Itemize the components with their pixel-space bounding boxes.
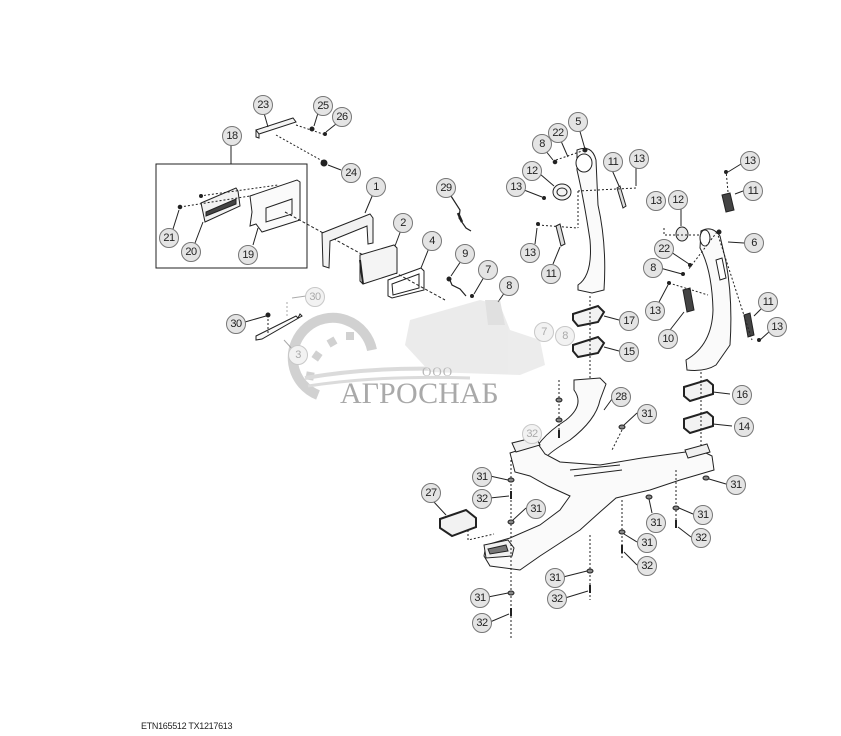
callout-c13a[interactable]: 13 <box>506 177 526 197</box>
callout-c32e[interactable]: 32 <box>547 589 567 609</box>
callout-c22a[interactable]: 22 <box>548 123 568 143</box>
callout-c21[interactable]: 21 <box>159 228 179 248</box>
callout-c31f[interactable]: 31 <box>693 505 713 525</box>
callout-c13e[interactable]: 13 <box>646 191 666 211</box>
callout-c3[interactable]: 3 <box>288 345 308 365</box>
callout-c8d[interactable]: 8 <box>643 258 663 278</box>
callout-c11d[interactable]: 11 <box>758 292 778 312</box>
callout-c9[interactable]: 9 <box>455 244 475 264</box>
callout-c13g[interactable]: 13 <box>767 317 787 337</box>
callout-c24[interactable]: 24 <box>341 163 361 183</box>
callout-c27[interactable]: 27 <box>421 483 441 503</box>
callout-c31e[interactable]: 31 <box>646 513 666 533</box>
callout-c31h[interactable]: 31 <box>545 568 565 588</box>
callout-c11a[interactable]: 11 <box>603 152 623 172</box>
callout-c13b[interactable]: 13 <box>629 149 649 169</box>
callout-c25[interactable]: 25 <box>313 96 333 116</box>
callout-c17[interactable]: 17 <box>619 311 639 331</box>
watermark-name: АГРОСНАБ <box>340 377 499 410</box>
callout-c5[interactable]: 5 <box>568 112 588 132</box>
callout-c20[interactable]: 20 <box>181 242 201 262</box>
callout-c12a[interactable]: 12 <box>522 161 542 181</box>
callout-c32d[interactable]: 32 <box>637 556 657 576</box>
callout-c6[interactable]: 6 <box>744 233 764 253</box>
callout-c11b[interactable]: 11 <box>541 264 561 284</box>
callout-c32a[interactable]: 32 <box>522 424 542 444</box>
callout-c31d[interactable]: 31 <box>726 475 746 495</box>
callout-c10[interactable]: 10 <box>658 329 678 349</box>
watermark-prefix: ООО <box>422 364 454 379</box>
callout-c26[interactable]: 26 <box>332 107 352 127</box>
callout-c31i[interactable]: 31 <box>470 588 490 608</box>
callout-c32c[interactable]: 32 <box>691 528 711 548</box>
callout-c8a[interactable]: 8 <box>499 276 519 296</box>
callout-c30b[interactable]: 30 <box>226 314 246 334</box>
callout-c4[interactable]: 4 <box>422 231 442 251</box>
figure-reference-code: ETN165512 TX1217613 <box>141 721 233 731</box>
callout-c8c[interactable]: 8 <box>555 326 575 346</box>
callout-c15[interactable]: 15 <box>619 342 639 362</box>
callout-c13c[interactable]: 13 <box>520 243 540 263</box>
callout-c32f[interactable]: 32 <box>472 613 492 633</box>
callout-c28[interactable]: 28 <box>611 387 631 407</box>
callout-c13f[interactable]: 13 <box>645 301 665 321</box>
callout-c1[interactable]: 1 <box>366 177 386 197</box>
callout-c14[interactable]: 14 <box>734 417 754 437</box>
callout-c7a[interactable]: 7 <box>478 260 498 280</box>
callout-c30a[interactable]: 30 <box>305 287 325 307</box>
callout-c8b[interactable]: 8 <box>532 134 552 154</box>
callout-c12b[interactable]: 12 <box>668 190 688 210</box>
callout-c32b[interactable]: 32 <box>472 489 492 509</box>
callout-c18[interactable]: 18 <box>222 126 242 146</box>
callout-c22b[interactable]: 22 <box>654 239 674 259</box>
callout-c31b[interactable]: 31 <box>472 467 492 487</box>
watermark-logo <box>287 300 545 400</box>
callout-c29[interactable]: 29 <box>436 178 456 198</box>
callout-c11c[interactable]: 11 <box>743 181 763 201</box>
callout-c7b[interactable]: 7 <box>534 322 554 342</box>
callout-c23[interactable]: 23 <box>253 95 273 115</box>
callout-c2[interactable]: 2 <box>393 213 413 233</box>
callout-c13d[interactable]: 13 <box>740 151 760 171</box>
callout-c16[interactable]: 16 <box>732 385 752 405</box>
callout-c31c[interactable]: 31 <box>526 499 546 519</box>
callout-c31g[interactable]: 31 <box>637 533 657 553</box>
callout-c31a[interactable]: 31 <box>637 404 657 424</box>
callout-c19[interactable]: 19 <box>238 245 258 265</box>
